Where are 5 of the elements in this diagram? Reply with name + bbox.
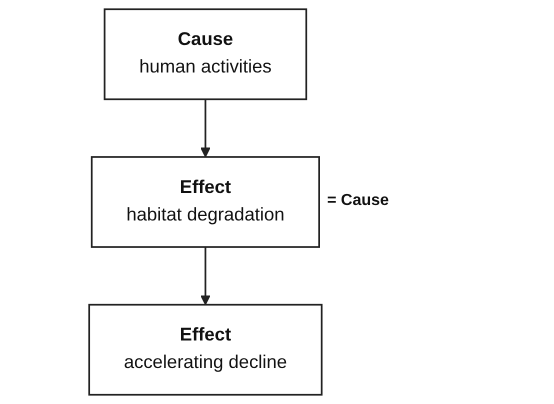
node-box: Effect habitat degradation: [90, 156, 320, 248]
node-box: Effect accelerating decline: [88, 304, 323, 396]
node-box: Cause human activities: [104, 8, 308, 100]
arrow: [200, 99, 211, 158]
arrow: [200, 247, 211, 306]
